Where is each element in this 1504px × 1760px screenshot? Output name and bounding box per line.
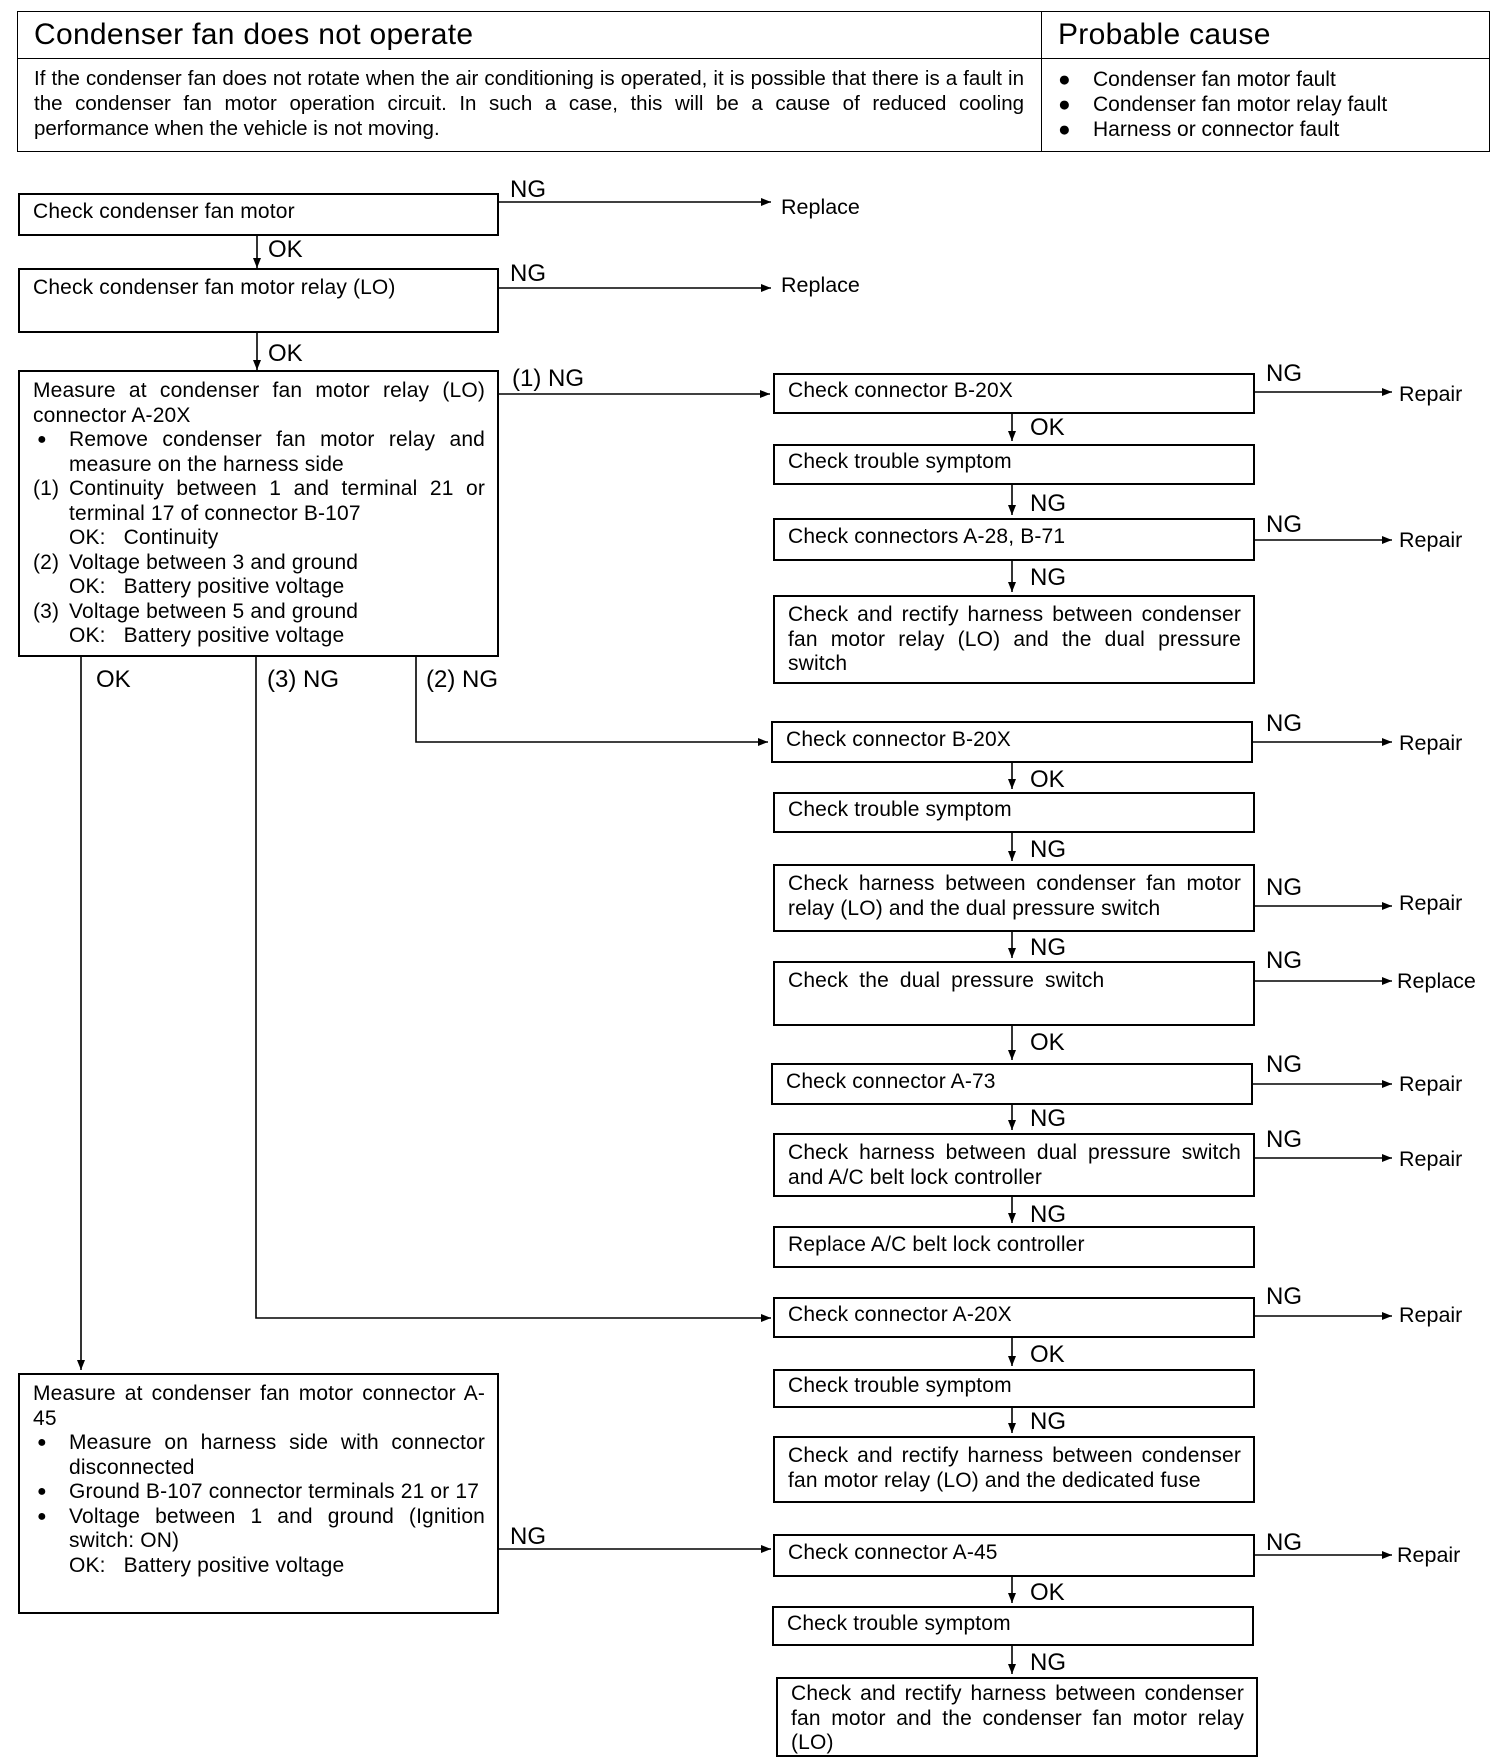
b3-label-ok-1: OK xyxy=(1030,1341,1065,1368)
page-title: Condenser fan does not operate xyxy=(34,18,474,51)
measure-motor-ok: OK: Battery positive voltage xyxy=(69,1553,345,1577)
b4-rectify-harness-motor-relay: Check and rectify harness between conden… xyxy=(776,1677,1258,1757)
check-fan-motor-box: Check condenser fan motor xyxy=(18,193,499,236)
b2-result-replace: Replace xyxy=(1397,969,1476,993)
b2-label-ng-4: NG xyxy=(1030,934,1066,961)
cause-item-3: ●Harness or connector fault xyxy=(1058,118,1340,141)
measure-relay-step-2: (2)Voltage between 3 and ground xyxy=(33,550,359,574)
b1-result-repair-2: Repair xyxy=(1399,528,1463,552)
measure-relay-bullet: ●Remove condenser fan motor relay and me… xyxy=(37,428,485,476)
b4-result-repair: Repair xyxy=(1397,1543,1461,1567)
b1-check-trouble-symptom: Check trouble symptom xyxy=(773,444,1255,485)
label-ok-motor: OK xyxy=(268,236,303,263)
measure-motor-bullet-2: ●Ground B-107 connector terminals 21 or … xyxy=(37,1480,480,1503)
header-table: Condenser fan does not operate Probable … xyxy=(17,11,1490,152)
b2-label-ng-2: NG xyxy=(1030,836,1066,863)
label-ng-motor: NG xyxy=(510,176,546,203)
b1-label-ng-2: NG xyxy=(1030,490,1066,517)
b2-label-ng-6: NG xyxy=(1266,1051,1302,1078)
b2-result-repair-3: Repair xyxy=(1399,1072,1463,1096)
b1-result-repair-1: Repair xyxy=(1399,382,1463,406)
measure-motor-connector-box: Measure at condenser fan motor connector… xyxy=(18,1373,499,1614)
measure-relay-step-1: (1)Continuity between 1 and terminal 21 … xyxy=(33,477,485,525)
header-divider xyxy=(1041,12,1042,151)
b3-check-trouble-symptom: Check trouble symptom xyxy=(773,1369,1255,1408)
b3-result-repair: Repair xyxy=(1399,1303,1463,1327)
b4-check-connector-a45: Check connector A-45 xyxy=(773,1534,1255,1577)
label-ok-relay: OK xyxy=(268,340,303,367)
b3-label-ng-2: NG xyxy=(1030,1408,1066,1435)
b2-label-ok-1: OK xyxy=(1030,766,1065,793)
b2-result-repair-2: Repair xyxy=(1399,891,1463,915)
b1-check-connectors-a28-b71: Check connectors A-28, B-71 xyxy=(773,518,1255,561)
b2-check-connector-a73: Check connector A-73 xyxy=(771,1063,1253,1105)
b4-label-ng-2: NG xyxy=(1030,1649,1066,1676)
label-ng-step-1: (1) NG xyxy=(512,365,584,392)
measure-relay-step-2-ok: OK: Battery positive voltage xyxy=(69,575,345,598)
b4-label-ng-1: NG xyxy=(1266,1529,1302,1556)
b2-label-ng-3: NG xyxy=(1266,874,1302,901)
b2-check-harness-switch-controller: Check harness between dual pressure swit… xyxy=(773,1133,1255,1197)
label-ng-step-3: (3) NG xyxy=(267,666,339,693)
b1-label-ng-1: NG xyxy=(1266,360,1302,387)
b1-label-ng-3: NG xyxy=(1266,511,1302,538)
result-replace-motor: Replace xyxy=(781,195,860,219)
label-ng-relay: NG xyxy=(510,260,546,287)
result-replace-relay: Replace xyxy=(781,273,860,297)
b2-label-ng-1: NG xyxy=(1266,710,1302,737)
measure-relay-connector-box: Measure at condenser fan motor relay (LO… xyxy=(18,370,499,657)
cause-title: Probable cause xyxy=(1058,18,1271,51)
b1-label-ng-4: NG xyxy=(1030,564,1066,591)
b2-label-ng-7: NG xyxy=(1030,1105,1066,1132)
measure-motor-bullet-1: ●Measure on harness side with connector … xyxy=(37,1431,485,1479)
cause-item-1: ●Condenser fan motor fault xyxy=(1058,68,1336,91)
b3-label-ng-1: NG xyxy=(1266,1283,1302,1310)
b3-check-connector-a20x: Check connector A-20X xyxy=(773,1297,1255,1338)
b4-check-trouble-symptom: Check trouble symptom xyxy=(772,1606,1254,1646)
b2-result-repair-4: Repair xyxy=(1399,1147,1463,1171)
b1-rectify-harness: Check and rectify harness between conden… xyxy=(773,595,1255,684)
b2-label-ng-5: NG xyxy=(1266,947,1302,974)
check-fan-relay-box: Check condenser fan motor relay (LO) xyxy=(18,268,499,333)
b2-check-dual-pressure-switch: Check the dual pressure switch xyxy=(773,961,1255,1026)
b2-label-ok-2: OK xyxy=(1030,1029,1065,1056)
measure-relay-title: Measure at condenser fan motor relay (LO… xyxy=(33,379,485,427)
label-ok-measure: OK xyxy=(96,666,131,693)
b2-replace-belt-lock-controller: Replace A/C belt lock controller xyxy=(773,1226,1255,1268)
b4-label-ok-1: OK xyxy=(1030,1579,1065,1606)
measure-motor-bullet-3: ●Voltage between 1 and ground (Ignition … xyxy=(37,1504,485,1553)
b1-label-ok-1: OK xyxy=(1030,414,1065,441)
measure-relay-step-1-ok: OK: Continuity xyxy=(69,526,219,549)
cause-item-2: ●Condenser fan motor relay fault xyxy=(1058,93,1388,116)
b1-check-connector-b20x: Check connector B-20X xyxy=(773,373,1255,414)
b2-label-ng-9: NG xyxy=(1030,1201,1066,1228)
b2-result-repair-1: Repair xyxy=(1399,731,1463,755)
b2-label-ng-8: NG xyxy=(1266,1126,1302,1153)
measure-relay-step-3: (3)Voltage between 5 and ground xyxy=(33,599,359,623)
symptom-description: If the condenser fan does not rotate whe… xyxy=(34,67,1024,140)
measure-relay-step-3-ok: OK: Battery positive voltage xyxy=(69,624,345,647)
measure-motor-title: Measure at condenser fan motor connector… xyxy=(33,1382,485,1430)
b3-rectify-harness-fuse: Check and rectify harness between conden… xyxy=(773,1436,1255,1503)
label-ng-motor-connector: NG xyxy=(510,1523,546,1550)
label-ng-step-2: (2) NG xyxy=(426,666,498,693)
b2-check-trouble-symptom: Check trouble symptom xyxy=(773,792,1255,833)
b2-check-harness-relay-switch: Check harness between condenser fan moto… xyxy=(773,864,1255,932)
header-rule xyxy=(18,58,1489,59)
b2-check-connector-b20x: Check connector B-20X xyxy=(771,721,1253,763)
